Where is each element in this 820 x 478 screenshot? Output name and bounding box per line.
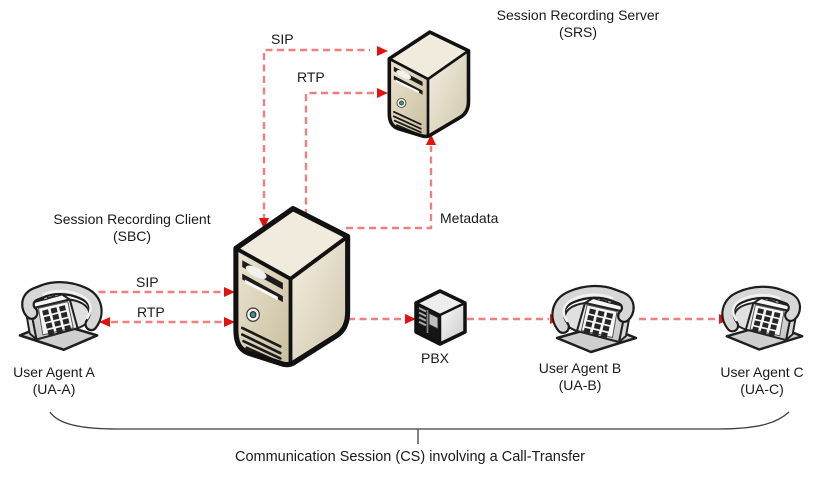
arrowhead-sip-sbc-left bbox=[224, 287, 235, 297]
sbc-server-icon bbox=[227, 198, 354, 373]
arrowhead-metadata-srs bbox=[426, 134, 436, 145]
sbc-label-name: Session Recording Client bbox=[53, 211, 211, 227]
rtp-link-sbc-srs bbox=[304, 91, 376, 216]
ua-a-label: User Agent A (UA-A) bbox=[0, 364, 124, 398]
cs-caption: Communication Session (CS) involving a C… bbox=[234, 449, 585, 465]
sbc-label: Session Recording Client (SBC) bbox=[22, 211, 242, 245]
arrowhead-sip-srs bbox=[377, 46, 388, 56]
session-brace bbox=[49, 411, 790, 444]
ua-b-label-name: User Agent B bbox=[538, 360, 622, 376]
rtp-link-label-top: RTP bbox=[297, 69, 325, 85]
ua-c-label-name: User Agent C bbox=[720, 364, 804, 380]
ua-c-label-abbr: (UA-C) bbox=[740, 381, 784, 397]
rtp-link-label-left: RTP bbox=[137, 304, 165, 320]
arrowhead-pbx bbox=[405, 314, 416, 324]
metadata-link-sbc-srs bbox=[346, 146, 433, 230]
ua-b-label-abbr: (UA-B) bbox=[558, 377, 602, 393]
sbc-label-abbr: (SBC) bbox=[112, 228, 152, 244]
arrowhead-rtp-uaa bbox=[99, 317, 110, 327]
ua-a-label-name: User Agent A bbox=[13, 364, 95, 380]
ua-a-label-abbr: (UA-A) bbox=[32, 381, 76, 397]
sip-link-label-top: SIP bbox=[271, 31, 294, 47]
ua-b-phone-icon bbox=[551, 281, 641, 363]
arrowhead-rtp-srs bbox=[377, 88, 388, 98]
srs-label-abbr: (SRS) bbox=[558, 24, 598, 40]
sip-link-label-left: SIP bbox=[136, 274, 159, 290]
pbx-label: PBX bbox=[405, 350, 465, 367]
ua-a-phone-icon bbox=[15, 277, 103, 361]
srs-label: Session Recording Server (SRS) bbox=[468, 7, 688, 41]
metadata-link-label: Metadata bbox=[440, 210, 499, 226]
ua-c-label: User Agent C (UA-C) bbox=[692, 364, 820, 398]
ua-b-label: User Agent B (UA-B) bbox=[510, 360, 650, 394]
srs-server-icon bbox=[383, 25, 473, 142]
sip-link-sbc-srs bbox=[262, 48, 370, 221]
pbx-label-name: PBX bbox=[420, 350, 449, 366]
ua-c-phone-icon bbox=[721, 282, 807, 360]
pbx-switch-icon bbox=[412, 287, 469, 349]
srs-label-name: Session Recording Server bbox=[496, 7, 660, 23]
arrowhead-rtp-sbc-left bbox=[224, 317, 235, 327]
arrowhead-sip-sbc bbox=[259, 218, 269, 229]
